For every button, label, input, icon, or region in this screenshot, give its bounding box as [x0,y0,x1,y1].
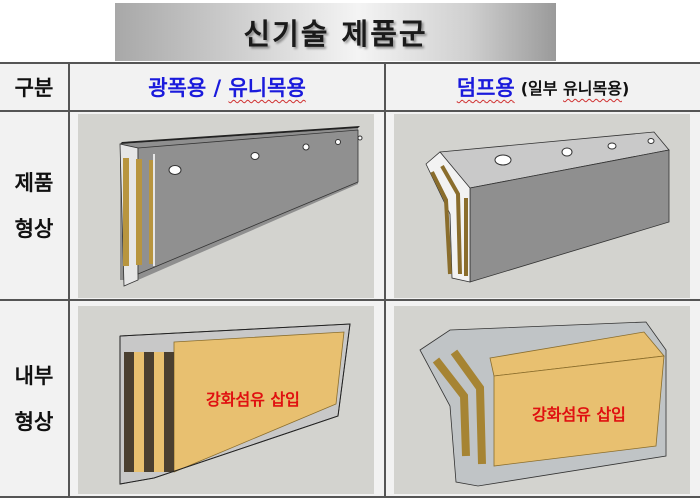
header-divider [0,110,700,112]
wide-internal-illustration [119,323,351,485]
table-border-top [0,62,700,64]
dump-internal-illustration [419,321,667,487]
row-label-product-shape: 제품 형상 [0,112,68,299]
subtitle-part3: ) [621,79,630,98]
image-dump-internal-shape: 강화섬유 삽입 [394,306,690,494]
image-wide-product-shape [78,114,374,298]
column-divider-2 [384,62,386,498]
row-label-internal-shape: 내부 형상 [0,301,68,496]
column-title-wide-part2: 유니목용 [228,76,306,100]
subtitle-part2: 유니목용 [563,79,622,98]
column-title-wide-part1: 광폭용 / [148,76,229,100]
row-label-line2: 형상 [14,216,54,241]
subtitle-part1: (일부 [520,79,564,98]
fiber-insert-label-dump: 강화섬유 삽입 [532,405,626,424]
row-label-line2: 형상 [14,409,54,434]
column-divider-1 [68,62,70,498]
header-col-wide: 광폭용 / 유니목용 [70,64,384,110]
header-col-dump: 덤프용 (일부 유니목용) [386,64,700,110]
row-label-line1: 내부 [14,363,54,388]
category-label: 구분 [14,76,54,100]
row-divider [0,299,700,301]
column-subtitle-dump: (일부 유니목용) [521,75,630,99]
image-dump-product-shape [394,114,690,298]
comparison-table: 구분 광폭용 / 유니목용 덤프용 (일부 유니목용) 제품 형상 [0,62,700,498]
page-title: 신기술 제품군 [243,17,428,51]
header-category-cell: 구분 [0,64,68,110]
column-title-wide: 광폭용 / 유니목용 [148,72,306,102]
row-label-line1: 제품 [14,170,54,195]
table-border-bottom [0,496,700,498]
dump-product-illustration [425,131,670,283]
column-title-dump: 덤프용 [456,76,515,100]
image-wide-internal-shape: 강화섬유 삽입 [78,306,374,494]
title-banner: 신기술 제품군 [115,3,556,61]
fiber-insert-label-wide: 강화섬유 삽입 [206,390,300,409]
wide-product-illustration [119,126,363,287]
